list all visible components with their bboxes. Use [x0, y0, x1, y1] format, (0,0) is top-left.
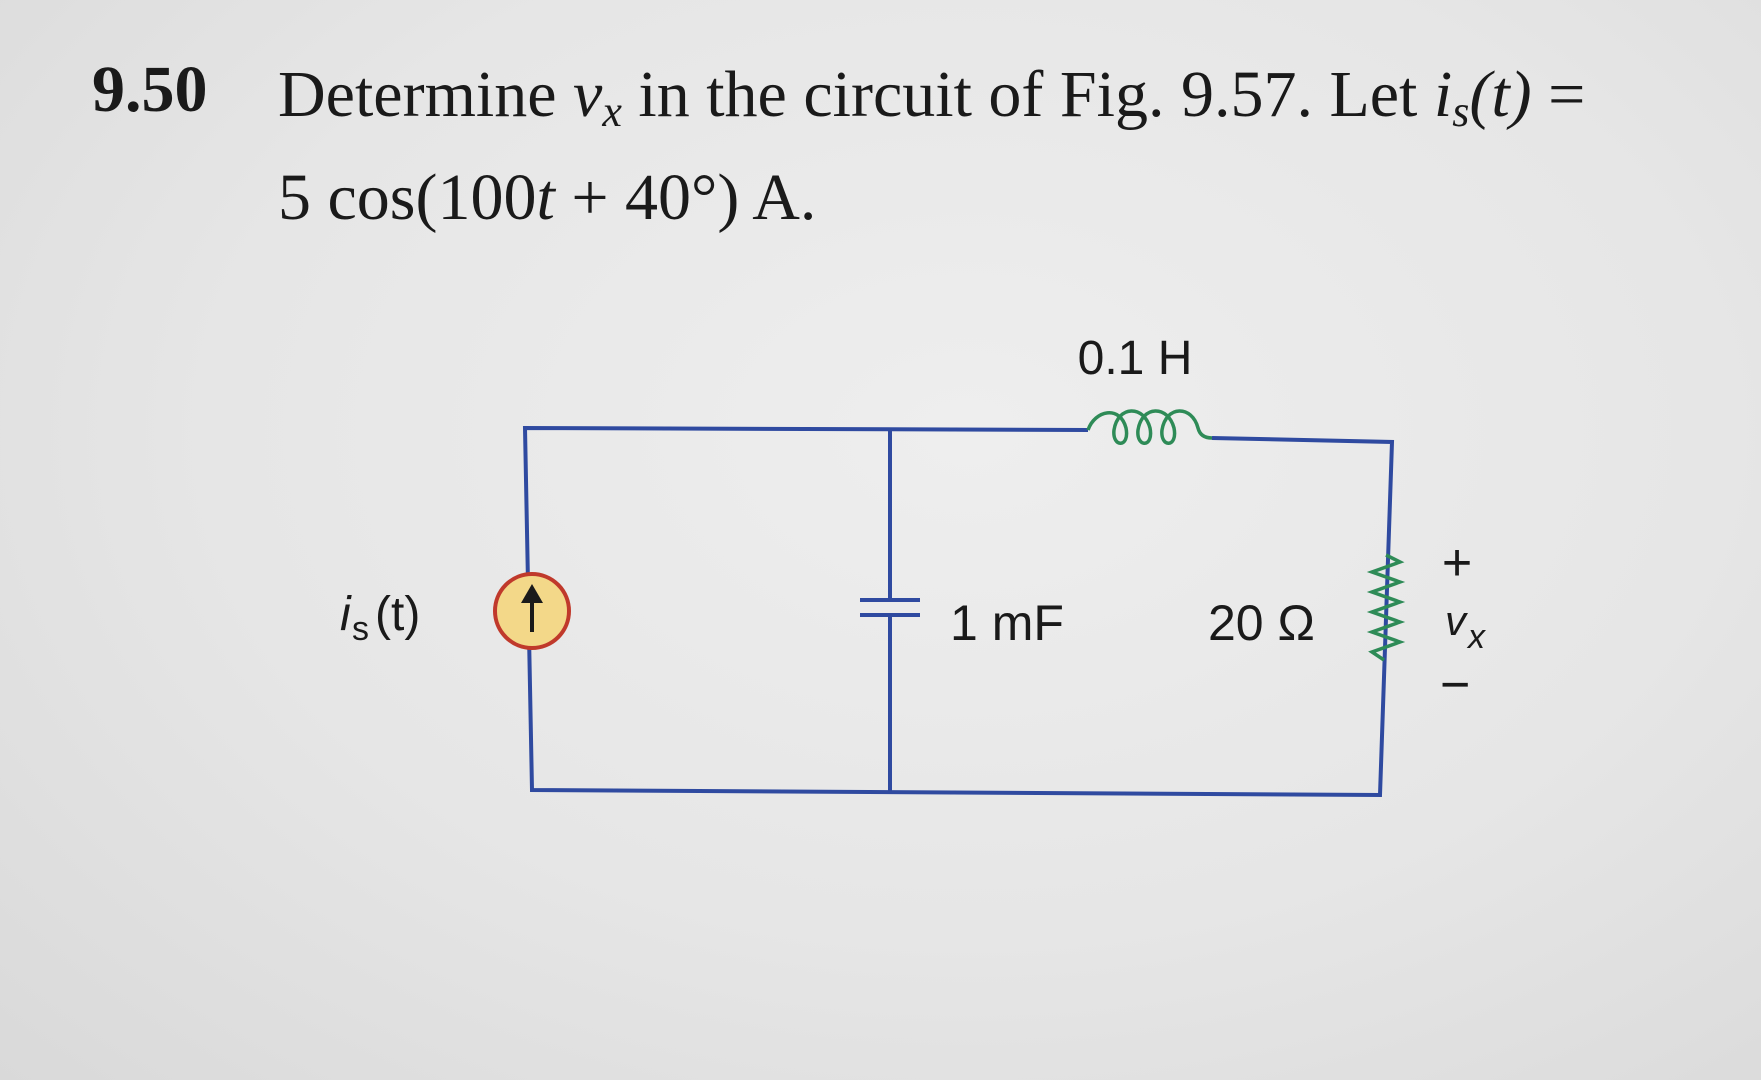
capacitor-label: 1 mF: [950, 595, 1064, 651]
vx-plus: +: [1442, 534, 1472, 592]
svg-text:s: s: [352, 610, 369, 648]
svg-text:(t): (t): [375, 588, 420, 641]
capacitor: [860, 598, 920, 617]
outer-loop-wire: [522, 425, 1395, 798]
problem-text: Determine vx in the circuit of Fig. 9.57…: [278, 52, 1585, 241]
source-label: i s (t): [340, 588, 420, 648]
arrow-up-icon: [521, 584, 543, 603]
resistor-zigzag: [1366, 553, 1406, 662]
current-source: [493, 572, 571, 650]
vx-minus: −: [1440, 656, 1470, 714]
problem-line-2: 5 cos(100t + 40°) A.: [278, 161, 817, 234]
resistor-label: 20 Ω: [1208, 595, 1315, 651]
inductor-coil: [1086, 409, 1213, 445]
problem-number: 9.50: [92, 53, 208, 126]
wires: [522, 425, 1395, 798]
vx-symbol: v: [1445, 597, 1469, 644]
vx-subscript: x: [1466, 618, 1486, 656]
inductor-label: 0.1 H: [1078, 332, 1193, 385]
problem-line-1: Determine vx in the circuit of Fig. 9.57…: [278, 58, 1586, 136]
vx-label: + v x −: [1440, 534, 1486, 714]
svg-text:i: i: [340, 588, 352, 641]
